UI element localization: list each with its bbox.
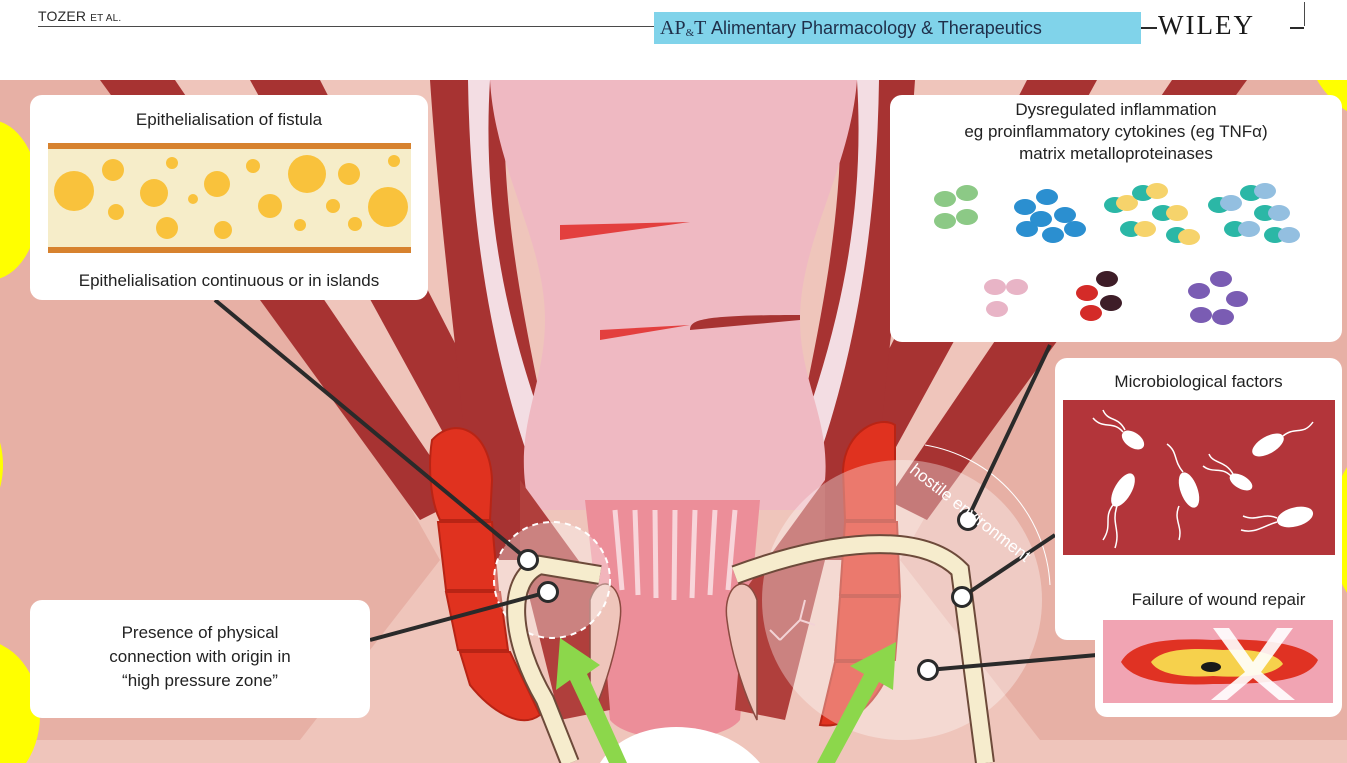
- running-head: TOZER ET AL.: [38, 8, 121, 24]
- epithelial-island: [348, 217, 362, 231]
- epithelial-island: [156, 217, 178, 239]
- wound-field: [1103, 620, 1333, 703]
- bacterium: [1119, 427, 1147, 452]
- inflammation-line-1: Dysregulated inflammation: [890, 99, 1342, 121]
- wound-core: [1201, 662, 1221, 672]
- physical-line-1: Presence of physical: [30, 622, 370, 644]
- epithelial-island: [140, 179, 168, 207]
- header-rule-right: [1304, 2, 1305, 26]
- epithelial-island: [288, 155, 326, 193]
- cytokine-red: [1076, 285, 1098, 301]
- journal-banner: AP&T Alimentary Pharmacology & Therapeut…: [654, 12, 1141, 44]
- header-dash-2: [1290, 27, 1304, 29]
- bacterium: [1275, 504, 1314, 531]
- header-dash-1: [1141, 27, 1157, 29]
- bacterium: [1249, 430, 1286, 461]
- cytokine-yellow: [1178, 229, 1200, 245]
- cytokine-dark: [1096, 271, 1118, 287]
- cytokine-blue: [1036, 189, 1058, 205]
- epithelial-island: [388, 155, 400, 167]
- epithelialisation-title: Epithelialisation of fistula: [30, 109, 428, 131]
- bacteria-illustration: [1063, 400, 1335, 555]
- bacteria-field: [1063, 400, 1335, 555]
- epithelial-island: [294, 219, 306, 231]
- bacterium: [1175, 470, 1202, 509]
- running-head-author: TOZER: [38, 8, 86, 24]
- epithelial-island: [108, 204, 124, 220]
- epithelialisation-panel: Epithelialisation of fistula Epitheliali…: [30, 95, 428, 300]
- wound-illustration: [1103, 620, 1333, 703]
- running-head-etal: ET AL.: [90, 13, 121, 24]
- cytokine-lightblue: [1278, 227, 1300, 243]
- marker-microbiological: [951, 586, 973, 608]
- bacteria: [1093, 410, 1315, 548]
- epithelial-island: [326, 199, 340, 213]
- epithelial-island: [54, 171, 94, 211]
- wound-repair-title: Failure of wound repair: [1095, 589, 1342, 611]
- microbiological-title: Microbiological factors: [1055, 371, 1342, 393]
- cytokine-dark: [1100, 295, 1122, 311]
- bacterium: [1107, 470, 1139, 509]
- epithelial-island: [258, 194, 282, 218]
- cytokine-purple: [1210, 271, 1232, 287]
- cytokine-yellow: [1166, 205, 1188, 221]
- journal-name: Alimentary Pharmacology & Therapeutics: [711, 18, 1042, 38]
- anatomy-diagram: Epithelialisation of fistula Epitheliali…: [0, 80, 1347, 763]
- cytokine-lightblue: [1254, 183, 1276, 199]
- marker-high-pressure: [537, 581, 559, 603]
- cytokine-red: [1080, 305, 1102, 321]
- epithelial-island: [338, 163, 360, 185]
- inflammation-panel: Dysregulated inflammation eg proinflamma…: [890, 95, 1342, 342]
- physical-line-3: “high pressure zone”: [30, 670, 370, 692]
- cytokine-lightblue: [1238, 221, 1260, 237]
- cytokine-green: [934, 213, 956, 229]
- inflammation-line-2: eg proinflammatory cytokines (eg TNFα): [890, 121, 1342, 143]
- cytokine-yellow: [1134, 221, 1156, 237]
- cytokine-yellow: [1146, 183, 1168, 199]
- epithelial-island: [246, 159, 260, 173]
- inflammation-line-3: matrix metalloproteinases: [890, 143, 1342, 165]
- wound-repair-panel: Failure of wound repair: [1095, 577, 1342, 717]
- publisher-logo: WILEY: [1158, 10, 1255, 41]
- cytokine-lightblue: [1268, 205, 1290, 221]
- cytokine-green: [934, 191, 956, 207]
- cytokine-green: [956, 185, 978, 201]
- physical-connection-panel: Presence of physical connection with ori…: [30, 600, 370, 718]
- cytokine-pink: [986, 301, 1008, 317]
- cytokine-lightblue: [1220, 195, 1242, 211]
- bacterium: [1228, 471, 1255, 493]
- cytokine-blue: [1042, 227, 1064, 243]
- cytokine-purple: [1188, 283, 1210, 299]
- epithelial-island: [214, 221, 232, 239]
- epithelium-strip: [48, 143, 411, 253]
- cytokine-blue: [1064, 221, 1086, 237]
- epithelial-island: [188, 194, 198, 204]
- journal-abbrev: AP&T: [660, 17, 706, 39]
- epithelialisation-caption: Epithelialisation continuous or in islan…: [30, 270, 428, 292]
- cytokine-pink: [1006, 279, 1028, 295]
- cytokine-purple: [1212, 309, 1234, 325]
- header-rule-left: [38, 26, 654, 27]
- cytokine-purple: [1190, 307, 1212, 323]
- epithelial-island: [166, 157, 178, 169]
- cytokine-purple: [1226, 291, 1248, 307]
- cytokine-pink: [984, 279, 1006, 295]
- epithelial-island: [204, 171, 230, 197]
- epithelial-island: [368, 187, 408, 227]
- cytokine-blue: [1016, 221, 1038, 237]
- physical-line-2: connection with origin in: [30, 646, 370, 668]
- marker-epithelialisation: [517, 549, 539, 571]
- marker-wound-repair: [917, 659, 939, 681]
- epithelial-island: [102, 159, 124, 181]
- cytokine-green: [956, 209, 978, 225]
